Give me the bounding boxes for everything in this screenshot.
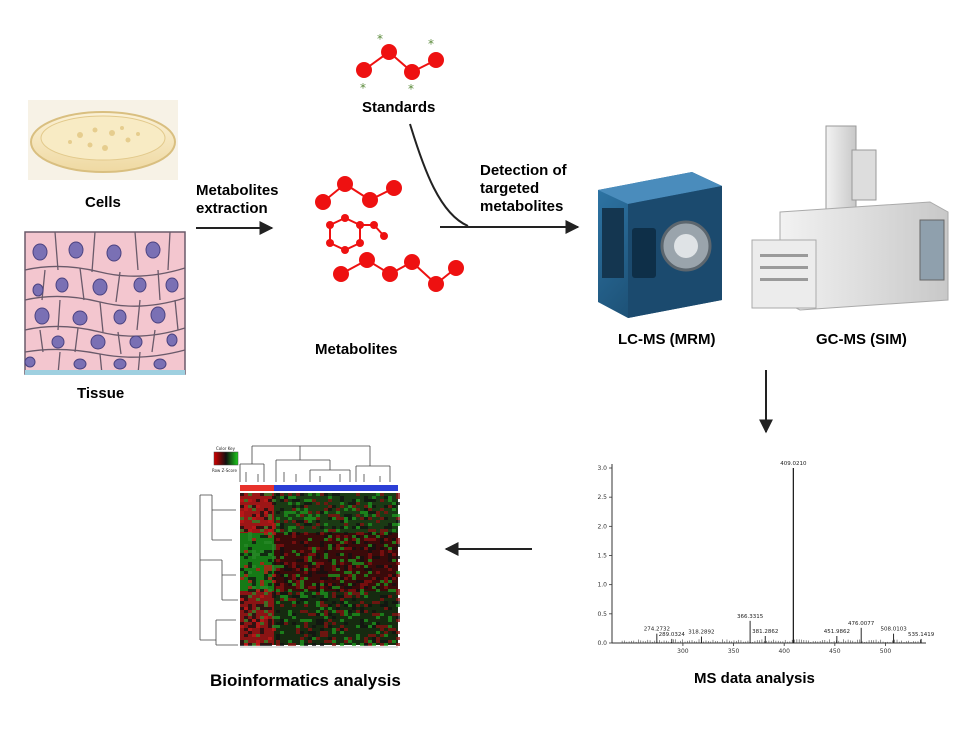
svg-text:*: * <box>408 82 414 96</box>
ms-peak-label: 274.2732 <box>644 627 670 633</box>
ms-peak-label: 381.2862 <box>752 629 778 635</box>
ms-peak-label: 366.3315 <box>737 614 764 620</box>
svg-text:*: * <box>360 81 366 95</box>
svg-text:*: * <box>377 32 383 46</box>
ms-y-tick-label: 0.5 <box>597 611 607 618</box>
ms-analysis-label: MS data analysis <box>694 670 815 687</box>
petri-dish-image <box>28 100 178 180</box>
ms-peak-label: 476.0077 <box>848 621 875 627</box>
tissue-label: Tissue <box>77 385 125 402</box>
ms-y-tick-label: 0.0 <box>597 640 607 647</box>
standards-curve <box>409 123 469 227</box>
ms-y-tick-label: 2.5 <box>597 494 607 501</box>
ms-peak-label: 409.0210 <box>780 461 807 467</box>
gcms-label: GC-MS (SIM) <box>816 331 907 348</box>
extraction-label: Metabolites extraction <box>196 182 279 217</box>
ms-x-tick-label: 500 <box>880 648 892 655</box>
bioinformatics-label: Bioinformatics analysis <box>210 671 401 690</box>
ms-x-tick-label: 350 <box>728 648 740 655</box>
ms-y-tick-label: 2.0 <box>597 523 607 530</box>
ms-x-tick-label: 450 <box>829 648 841 655</box>
ms-peak-label: 289.0324 <box>659 632 686 638</box>
ms-x-tick-label: 400 <box>778 648 790 655</box>
ms-peak-label: 318.2892 <box>688 630 714 636</box>
color-key-subtitle: Row Z-Score <box>212 468 237 473</box>
ms-peak-label: 508.0103 <box>880 627 907 633</box>
lcms-label: LC-MS (MRM) <box>618 331 716 348</box>
color-key-title: Color Key <box>216 446 235 451</box>
detection-label: Detection of targeted metabolites <box>480 162 567 215</box>
metabolites-label: Metabolites <box>315 341 398 358</box>
metabolites-molecules <box>315 176 464 292</box>
lcms-instrument-image <box>598 172 722 318</box>
ms-y-tick-label: 3.0 <box>597 465 607 472</box>
heatmap-image <box>199 445 400 648</box>
ms-x-tick-label: 300 <box>677 648 689 655</box>
svg-text:*: * <box>428 37 434 51</box>
standards-molecule: * * * * <box>356 32 444 96</box>
ms-peak-label: 451.9862 <box>824 629 850 635</box>
standards-label: Standards <box>362 99 436 116</box>
gcms-instrument-image <box>751 125 949 311</box>
ms-spectrum-chart: 0.0 0.5 1.0 1.5 2.0 2.5 3.0 300 350 400 450 500 274.… <box>597 461 934 655</box>
ms-y-tick-label: 1.5 <box>597 553 607 560</box>
tissue-image <box>24 231 186 375</box>
cells-label: Cells <box>85 194 121 211</box>
ms-peak-label: 535.1419 <box>908 632 935 638</box>
ms-y-tick-label: 1.0 <box>597 582 607 589</box>
